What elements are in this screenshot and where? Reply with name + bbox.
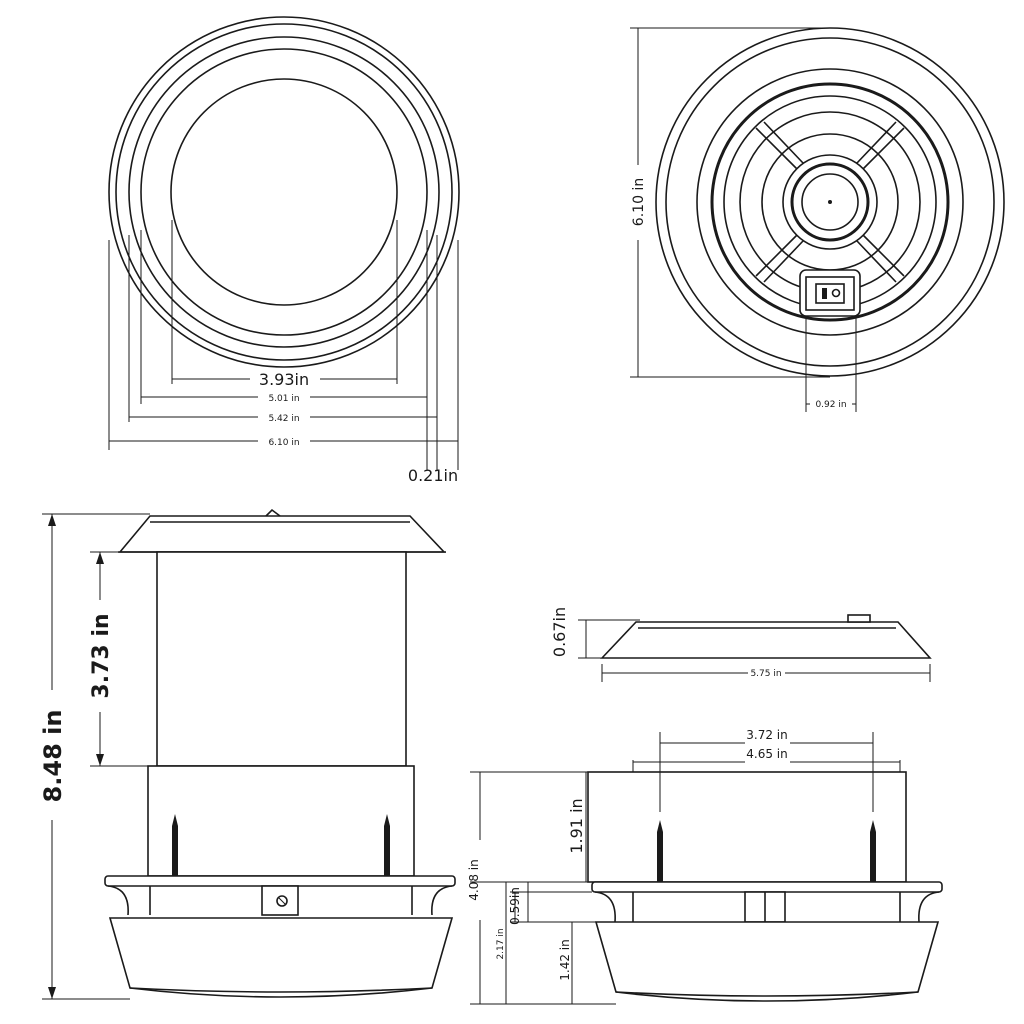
dim-6-10: 6.10 in [268, 438, 299, 448]
top-left-view: 3.93in 5.01 in 5.42 in 6.10 in 0.21in [108, 16, 460, 485]
dim-4-08: 4.08 in [467, 859, 481, 900]
side-right-view: 3.72 in 4.65 in 1.91 in 4.08 in 0.59in 2… [467, 728, 943, 1005]
top-right-view: 6.10 in 0.92 in [630, 27, 1005, 412]
dim-0-59: 0.59in [508, 887, 522, 925]
dim-1-42: 1.42 in [558, 939, 572, 980]
dim-5-01: 5.01 in [268, 394, 299, 404]
dim-0-67: 0.67in [550, 607, 569, 657]
dim-1-91: 1.91 in [567, 798, 586, 853]
screw-left [172, 814, 178, 876]
dim-0-21: 0.21in [408, 466, 458, 485]
dim-6-10-vertical: 6.10 in [631, 178, 647, 226]
dim-0-92: 0.92 in [815, 400, 846, 410]
dim-3-72: 3.72 in [746, 728, 787, 742]
screw-right [384, 814, 390, 876]
screw-right-right-view [870, 820, 876, 882]
dim-3-93: 3.93in [259, 370, 309, 389]
side-left-view: 8.48 in 3.73 in [39, 508, 456, 1000]
lid-view: 0.67in 5.75 in [550, 607, 932, 682]
dim-5-75: 5.75 in [750, 669, 781, 679]
dim-5-42: 5.42 in [268, 414, 299, 424]
screw-left-right-view [657, 820, 663, 882]
dim-4-65: 4.65 in [746, 747, 787, 761]
dim-3-73: 3.73 in [89, 613, 114, 698]
dim-8-48: 8.48 in [39, 710, 67, 803]
dim-2-17: 2.17 in [496, 928, 506, 959]
